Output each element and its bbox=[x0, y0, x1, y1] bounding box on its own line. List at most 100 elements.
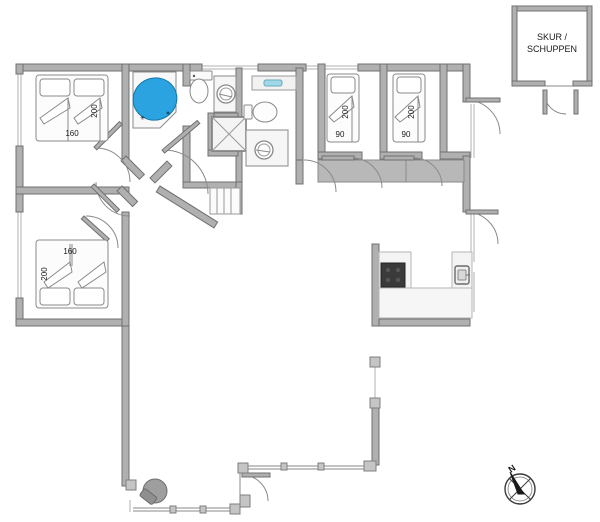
wall-hall-diag-c bbox=[116, 185, 139, 208]
wall-bedroom2-right bbox=[121, 211, 130, 327]
burner-icon bbox=[395, 277, 401, 283]
duvet-fold bbox=[39, 97, 71, 125]
door-leaf bbox=[241, 472, 271, 478]
bed-length-label: 200 bbox=[90, 104, 99, 118]
duvet-fold bbox=[77, 261, 107, 289]
wall-bed4-left bbox=[379, 63, 388, 159]
shed-wall-bottom-r bbox=[572, 80, 593, 87]
shed-wall-top bbox=[511, 5, 593, 12]
wall-hall-diag-b bbox=[149, 160, 173, 184]
wall-bed4-right bbox=[439, 63, 448, 159]
rail-post bbox=[369, 356, 381, 368]
wall-top-right bbox=[357, 63, 471, 72]
duvet-fold bbox=[73, 97, 103, 125]
terrace-group bbox=[125, 356, 381, 515]
bedroom-3-furniture: 90 200 bbox=[326, 73, 360, 143]
cistern bbox=[243, 104, 253, 120]
wall-left-b bbox=[15, 145, 24, 213]
stairs-icon bbox=[209, 187, 241, 215]
tap-icon bbox=[218, 93, 233, 98]
whirlpool-jets-icon: ✳ bbox=[140, 115, 145, 122]
bathroom-1-fixtures: ✳ bbox=[132, 71, 178, 129]
bedroom-2-furniture: 160 200 bbox=[35, 239, 109, 309]
wall-bedroom-divider bbox=[15, 186, 130, 195]
duvet-fold bbox=[328, 95, 355, 123]
shed-wall-bottom-l bbox=[511, 80, 546, 87]
shed-label-line2: SCHUPPEN bbox=[527, 44, 577, 54]
pillow bbox=[73, 287, 105, 306]
hall-closet-2 bbox=[317, 159, 407, 183]
door-leaf bbox=[80, 215, 110, 243]
burner-icon bbox=[385, 267, 391, 273]
whirlpool-tub-icon bbox=[132, 77, 178, 121]
door-leaf bbox=[383, 155, 415, 161]
counter-bottom bbox=[378, 287, 473, 319]
wall-top-mid bbox=[257, 63, 307, 72]
door-leaf bbox=[465, 97, 501, 103]
stair-landing bbox=[209, 187, 241, 215]
burner-icon bbox=[385, 277, 391, 283]
wall-bottom-left bbox=[15, 318, 130, 327]
wall-living-left bbox=[371, 243, 380, 327]
rail-post bbox=[239, 494, 251, 508]
toilet-icon bbox=[189, 78, 209, 104]
burner-icon bbox=[395, 267, 401, 273]
bed-width-label: 160 bbox=[65, 129, 79, 138]
wall-top-left bbox=[15, 63, 203, 72]
tap-icon bbox=[255, 149, 271, 153]
stove-icon bbox=[380, 262, 406, 288]
door-swing-icon bbox=[351, 157, 383, 189]
wall-left-a bbox=[15, 63, 24, 75]
bed-width-label: 90 bbox=[402, 130, 411, 139]
rail-post bbox=[237, 462, 249, 474]
whirlpool-drain-icon bbox=[166, 111, 170, 115]
wall-living-bottom bbox=[371, 318, 471, 327]
wall-hall-diag-a bbox=[120, 155, 146, 181]
parasol-icon bbox=[139, 478, 168, 505]
wall-hall-diag-d bbox=[155, 185, 219, 229]
door-swing-icon bbox=[303, 159, 337, 193]
toilet-icon bbox=[252, 101, 278, 123]
pillow bbox=[73, 78, 105, 97]
wall-bath1-left-top bbox=[182, 63, 191, 87]
pillow bbox=[330, 76, 356, 94]
door-leaf bbox=[161, 119, 201, 154]
bedroom-1-furniture: 160 200 bbox=[35, 74, 109, 142]
door-leaf bbox=[321, 155, 355, 161]
bedroom-4-furniture: 90 200 bbox=[392, 73, 426, 143]
toilet-1 bbox=[189, 70, 213, 104]
bed-width-label: 160 bbox=[63, 247, 77, 256]
bathroom-2-fixtures bbox=[211, 75, 297, 167]
bed-length-label: 200 bbox=[40, 267, 49, 281]
kitchen-fixtures bbox=[378, 251, 473, 319]
wall-hall-right bbox=[295, 67, 304, 169]
sink-basin bbox=[457, 269, 467, 281]
door-leaf bbox=[90, 183, 121, 213]
bed-length-label: 200 bbox=[341, 105, 350, 119]
duvet-fold bbox=[394, 95, 421, 123]
door-leaf bbox=[465, 209, 499, 215]
compass-north-label: N bbox=[506, 463, 517, 475]
shed-wall-right bbox=[586, 5, 593, 87]
door-leaf bbox=[542, 89, 548, 115]
shed-outline bbox=[511, 5, 593, 87]
wall-terrace-left bbox=[121, 325, 130, 487]
door-swing-icon bbox=[163, 149, 209, 195]
flush-button-icon bbox=[192, 74, 196, 78]
parasol-base bbox=[139, 488, 158, 505]
door-leaf bbox=[573, 89, 579, 115]
rail-post bbox=[280, 462, 288, 471]
wall-bedroom1-right bbox=[121, 63, 130, 161]
rail-post bbox=[169, 505, 177, 514]
rail-post bbox=[369, 397, 381, 409]
compass-rose-icon: N bbox=[504, 463, 536, 505]
shower-cross bbox=[211, 116, 247, 152]
pillow bbox=[39, 287, 71, 306]
wall-right-a bbox=[462, 63, 471, 103]
shed-wall-left bbox=[511, 5, 518, 87]
rail-post bbox=[125, 479, 137, 491]
pillow bbox=[39, 78, 71, 97]
wall-terrace-vert-b bbox=[371, 402, 380, 466]
